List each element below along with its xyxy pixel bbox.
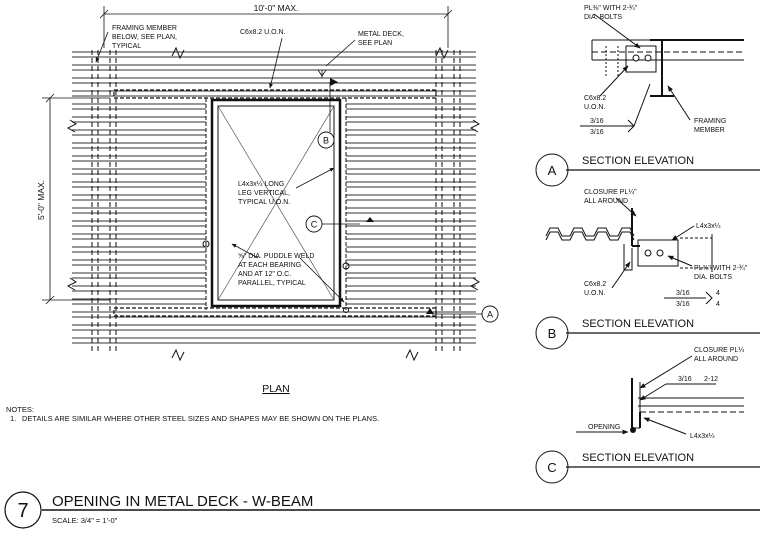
section-b-weld-top: 3/16 <box>676 290 690 297</box>
marker-c-label: C <box>311 220 318 230</box>
dimension-side <box>42 93 110 305</box>
section-b-note-angle: L4x3x¼ <box>696 223 721 230</box>
notes-heading: NOTES: <box>6 405 34 414</box>
section-c-weld-length: 2-12 <box>704 376 718 383</box>
section-a-title: SECTION ELEVATION <box>582 155 694 167</box>
section-b-title: SECTION ELEVATION <box>582 318 694 330</box>
section-marker-c-plan[interactable]: C <box>305 215 374 233</box>
section-marker-b-plan[interactable]: B <box>317 78 338 149</box>
note-weld: ⅝" DIA. PUDDLE WELD AT EACH BEARING AND … <box>238 253 316 287</box>
section-a-detail: PL⅜" WITH 2-¾" DIA. BOLTS C6x8.2 U.O.N. … <box>535 5 760 187</box>
plan-leaders <box>95 31 356 303</box>
plan-label: PLAN <box>262 383 289 395</box>
detail-title: OPENING IN METAL DECK - W-BEAM <box>52 493 313 510</box>
section-a-note-plate: PL⅜" WITH 2-¾" DIA. BOLTS <box>584 5 639 21</box>
note-framing: FRAMING MEMBER BELOW, SEE PLAN, TYPICAL <box>112 25 179 50</box>
section-b-detail: CLOSURE PL¼" ALL AROUND L4x3x¼ PL⅜" WITH… <box>535 189 760 350</box>
section-c-note-opening: OPENING <box>588 424 620 431</box>
section-a-note-member: FRAMING MEMBER <box>694 118 728 134</box>
detail-number-circle <box>4 491 42 529</box>
dim-top-label: 10'-0" MAX. <box>254 3 299 13</box>
section-c-weld: 3/16 <box>678 376 692 383</box>
section-c-title: SECTION ELEVATION <box>582 452 694 464</box>
note-angle: L4x3x¼ LONG LEG VERTICAL, TYPICAL U.O.N. <box>238 181 292 206</box>
section-a-weld-bottom: 3/16 <box>590 129 604 136</box>
break-lines <box>66 46 480 362</box>
section-b-note-closure: CLOSURE PL¼" ALL AROUND <box>584 189 639 205</box>
note-deck: METAL DECK, SEE PLAN <box>358 31 406 47</box>
deck-opening <box>202 98 350 313</box>
detail-number: 7 <box>17 500 28 522</box>
note-item-1: DETAILS ARE SIMILAR WHERE OTHER STEEL SI… <box>22 414 379 423</box>
section-c-marker-label: C <box>547 460 556 475</box>
framing-members <box>91 50 461 352</box>
notes-block: NOTES: 1. DETAILS ARE SIMILAR WHERE OTHE… <box>6 405 379 423</box>
marker-b-label: B <box>323 136 329 146</box>
plan-view: 10'-0" MAX. 5'-0" MAX. FRAMING MEMBER BE… <box>36 3 499 395</box>
section-b-weld-bottom: 3/16 <box>676 301 690 308</box>
detail-scale: SCALE: 3/4" = 1'-0" <box>52 516 118 525</box>
section-b-weld-top-length: 4 <box>716 290 720 297</box>
note-channel: C6x8.2 U.O.N. <box>240 29 286 36</box>
section-b-marker-label: B <box>548 326 557 341</box>
section-marker-a-plan[interactable]: A <box>426 305 499 323</box>
section-b-note-channel: C6x8.2 U.O.N. <box>584 281 608 297</box>
section-c-note-closure: CLOSURE PL¼ ALL AROUND <box>694 347 746 363</box>
section-b-weld-bottom-length: 4 <box>716 301 720 308</box>
marker-a-label: A <box>487 310 493 320</box>
channel-members <box>113 89 437 317</box>
note-item-1-number: 1. <box>10 414 16 423</box>
section-a-weld-top: 3/16 <box>590 118 604 125</box>
title-block: 7 OPENING IN METAL DECK - W-BEAM SCALE: … <box>4 491 760 529</box>
section-b-note-plate: PL⅜" WITH 2-¾" DIA. BOLTS <box>694 265 749 281</box>
section-a-marker-label: A <box>548 163 557 178</box>
section-a-note-channel: C6x8.2 U.O.N. <box>584 95 608 111</box>
section-c-note-angle: L4x3x¼ <box>690 433 715 440</box>
section-c-detail: CLOSURE PL¼ ALL AROUND 3/16 2-12 OPENING… <box>535 347 760 484</box>
dim-side-label: 5'-0" MAX. <box>36 180 46 220</box>
